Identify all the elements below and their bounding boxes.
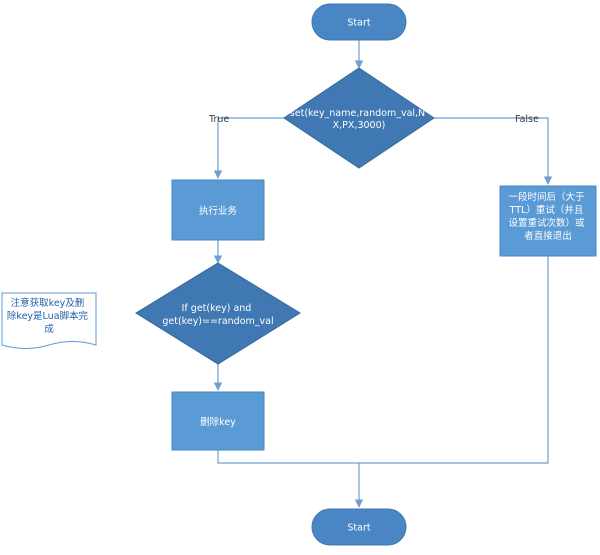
delete-key-label: 删除key — [200, 416, 236, 428]
note-line-1: 注意获取key及删 — [11, 297, 85, 309]
retry-line-1: 一段时间后（大于 — [508, 191, 584, 203]
retry-line-3: 设置重试次数）或 — [508, 217, 585, 229]
retry-node[interactable]: 一段时间后（大于 TTL）重试（并且 设置重试次数）或 者直接退出 — [499, 185, 597, 257]
check-value-line-2: get(key)==random_val — [162, 316, 273, 327]
acquire-lock-line-1: set(key_name,random_val,N — [290, 108, 425, 119]
check-value-label: If get(key) and get(key)==random_val — [162, 303, 273, 327]
execute-business-label: 执行业务 — [199, 205, 238, 217]
retry-line-2: TTL）重试（并且 — [509, 204, 584, 216]
edge-acquire-false — [434, 117, 553, 185]
start-node[interactable]: Start — [311, 3, 407, 41]
lua-script-note[interactable]: 注意获取key及删 除key是Lua脚本完 成 — [1, 292, 97, 349]
retry-line-4: 者直接退出 — [524, 230, 572, 242]
edge-retry-to-merge — [359, 256, 549, 464]
check-value-decision[interactable]: If get(key) and get(key)==random_val — [135, 262, 301, 365]
note-text: 注意获取key及删 除key是Lua脚本完 成 — [7, 297, 91, 335]
end-node[interactable]: Start — [311, 508, 407, 546]
acquire-lock-line-2: X,PX,3000) — [333, 120, 386, 131]
end-node-label: Start — [347, 523, 370, 534]
edge-label-false: False — [515, 114, 539, 125]
edge-acquire-true — [213, 117, 284, 179]
edge-label-true: True — [208, 114, 229, 125]
delete-key-node[interactable]: 删除key — [171, 391, 265, 451]
retry-label: 一段时间后（大于 TTL）重试（并且 设置重试次数）或 者直接退出 — [508, 191, 587, 242]
execute-business-node[interactable]: 执行业务 — [171, 179, 265, 241]
acquire-lock-label: set(key_name,random_val,N X,PX,3000) — [290, 108, 428, 131]
note-line-2: 除key是Lua脚本完 — [7, 310, 89, 322]
note-line-3: 成 — [44, 323, 54, 335]
check-value-line-1: If get(key) and — [182, 303, 252, 314]
acquire-lock-decision[interactable]: set(key_name,random_val,N X,PX,3000) — [283, 67, 435, 169]
edges — [213, 40, 553, 508]
start-node-label: Start — [347, 18, 370, 29]
edge-delete-to-merge — [217, 450, 359, 464]
